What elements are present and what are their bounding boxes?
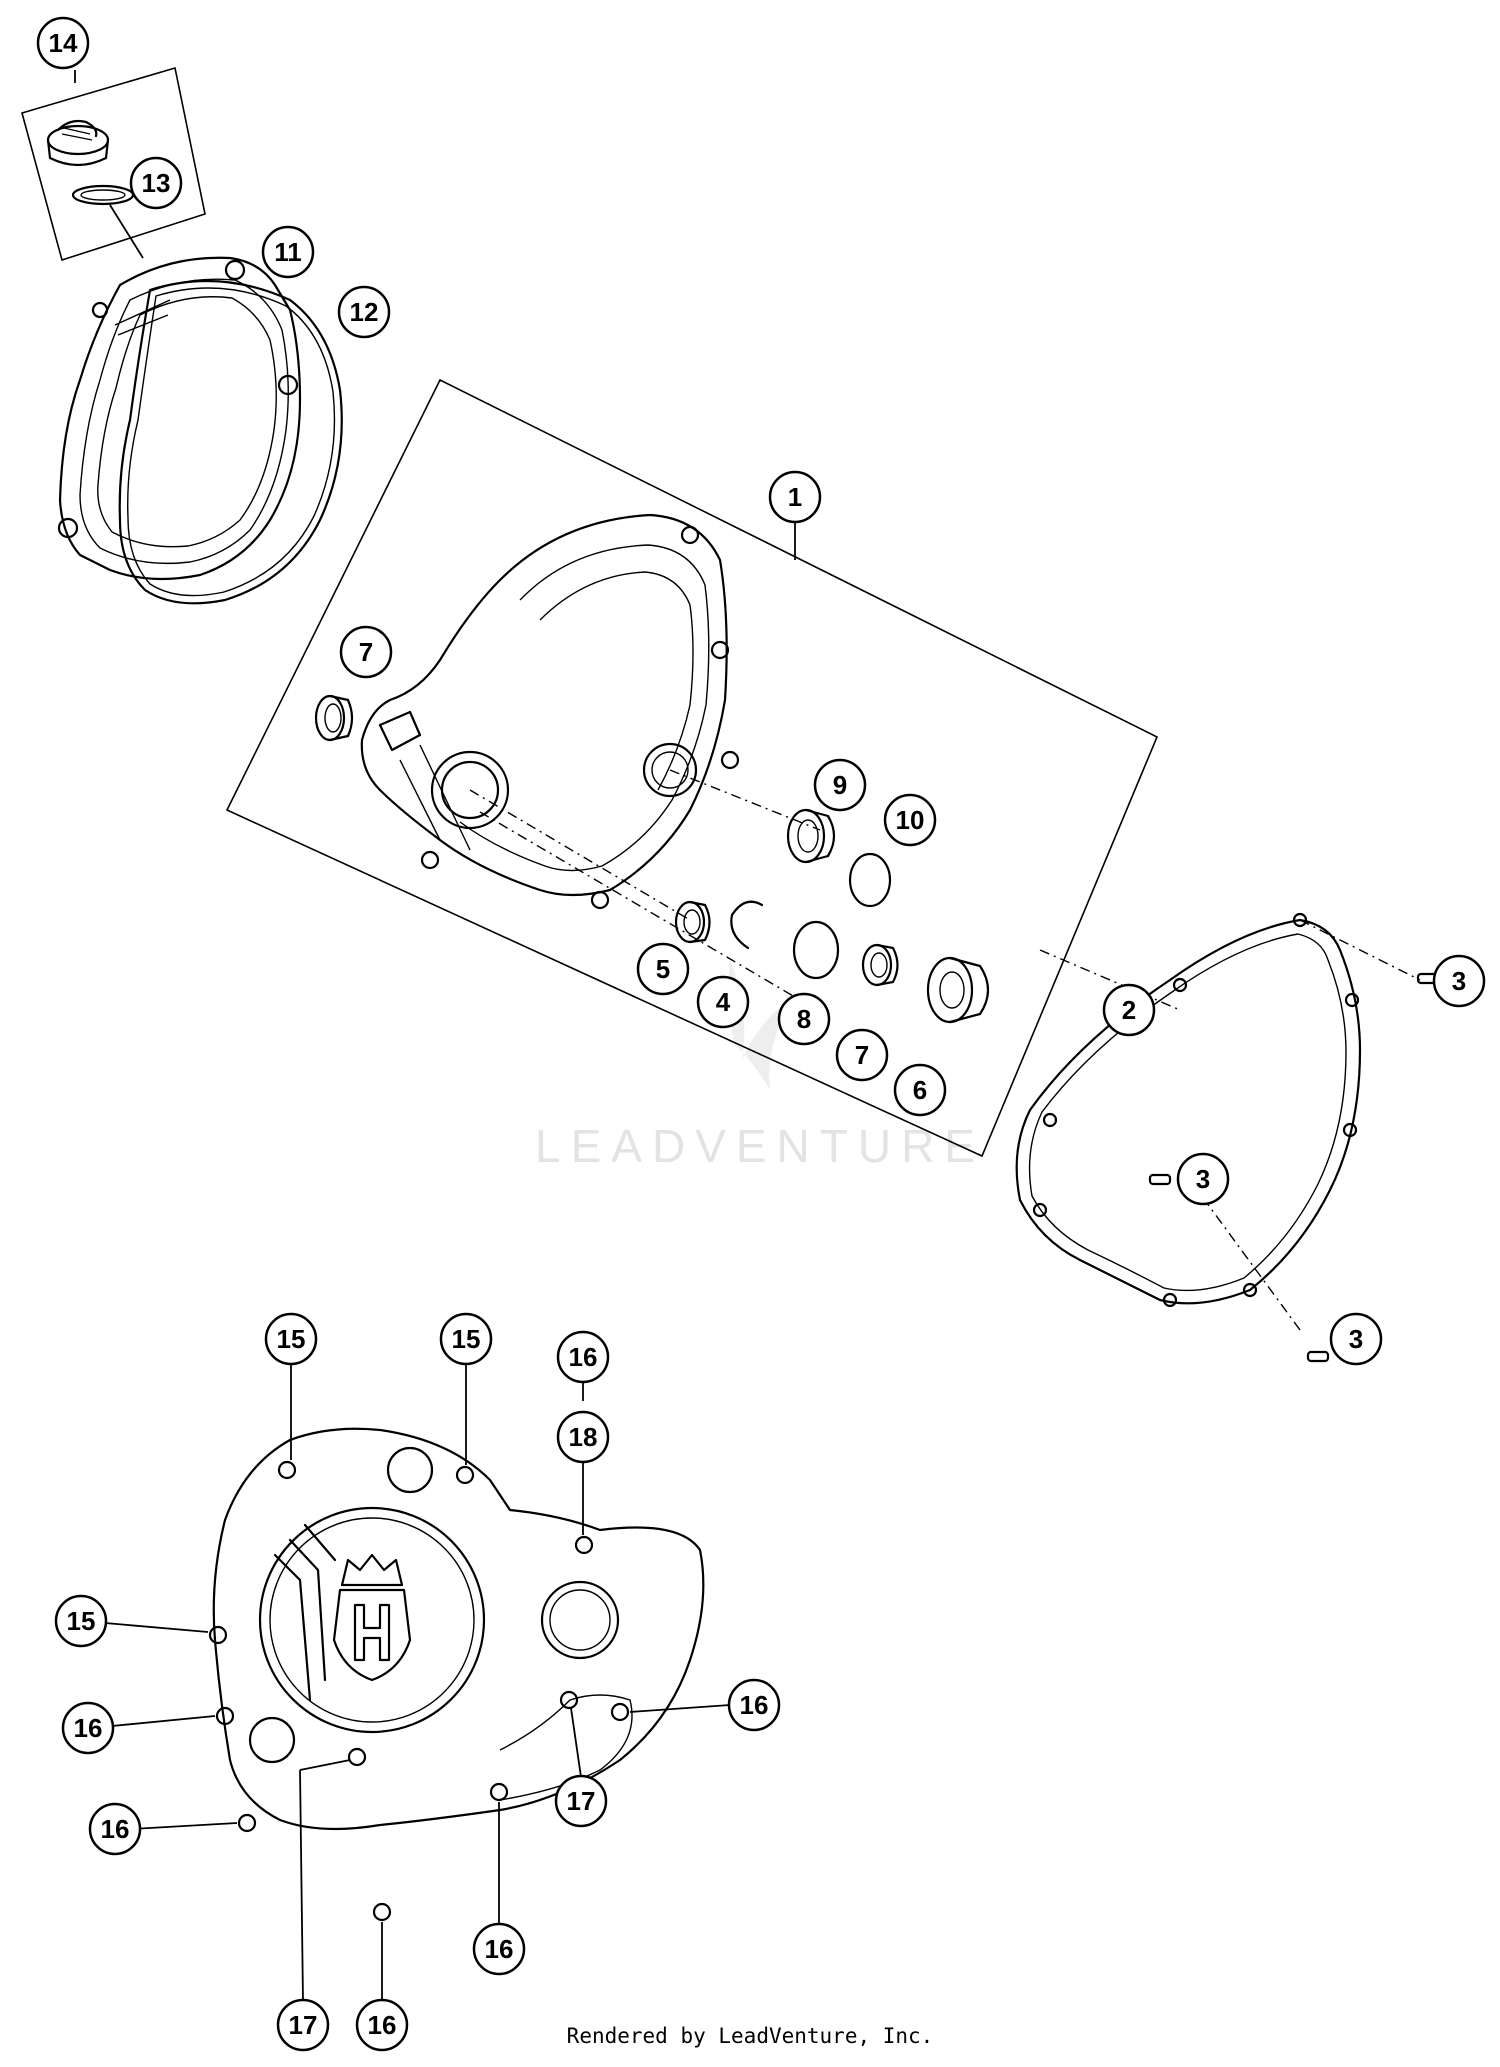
callout-11-label: 11 (274, 237, 302, 267)
axis-lines (469, 769, 1421, 1331)
clutch-cover-gasket (1015, 912, 1362, 1308)
callout-2-label: 2 (1122, 995, 1136, 1025)
callout-5-label: 5 (656, 954, 670, 984)
leader-lines (104, 1355, 731, 2002)
callout-7-upper-label: 7 (359, 637, 373, 667)
outer-cover-gasket (118, 279, 343, 605)
callout-4-label: 4 (716, 987, 731, 1017)
callout-14[interactable]: 14 (36, 16, 90, 70)
callout-16-left-upper[interactable]: 16 (61, 1701, 115, 1755)
callout-15-left[interactable]: 15 (54, 1594, 108, 1648)
oil-cap-frame (21, 66, 206, 262)
callout-15-right-top-label: 15 (452, 1324, 481, 1354)
callout-2[interactable]: 2 (1102, 983, 1156, 1037)
shaft-seal-small (674, 900, 711, 944)
callout-4[interactable]: 4 (696, 975, 750, 1029)
shaft-seal-upper (314, 694, 354, 742)
callout-1-label: 1 (788, 482, 802, 512)
callout-10-label: 10 (896, 805, 925, 835)
callout-16-left-lower-label: 16 (101, 1814, 130, 1844)
callout-12-label: 12 (350, 297, 379, 327)
callout-10[interactable]: 10 (883, 793, 937, 847)
callout-16-right[interactable]: 16 (727, 1678, 781, 1732)
cover-bolts (208, 1460, 630, 1922)
callout-15-left-top-label: 15 (277, 1324, 306, 1354)
callout-15-left-label: 15 (67, 1606, 96, 1636)
callout-14-label: 14 (49, 28, 78, 58)
callout-6-label: 6 (913, 1075, 927, 1105)
callout-8-label: 8 (797, 1004, 811, 1034)
callout-9-label: 9 (833, 770, 847, 800)
callout-17-right-label: 17 (567, 1786, 596, 1816)
callout-16-left-lower[interactable]: 16 (88, 1802, 142, 1856)
callout-11[interactable]: 11 (261, 225, 315, 279)
callout-18-label: 18 (569, 1422, 598, 1452)
callout-16-right-label: 16 (740, 1690, 769, 1720)
husqvarna-crown-logo (332, 1553, 412, 1682)
callout-5[interactable]: 5 (636, 942, 690, 996)
callout-3-upper[interactable]: 3 (1432, 954, 1486, 1008)
bearing-small (786, 808, 836, 864)
callout-15-left-top[interactable]: 15 (264, 1312, 318, 1366)
footer-credit: Rendered by LeadVenture, Inc. (566, 2024, 934, 2048)
callout-18[interactable]: 18 (556, 1410, 610, 1464)
circlip-medium (792, 920, 840, 980)
oil-filler-cap (46, 119, 110, 167)
callout-16-bottom-label: 16 (368, 2010, 397, 2040)
circlip-small (730, 900, 764, 950)
callout-9[interactable]: 9 (813, 758, 867, 812)
callout-1[interactable]: 1 (768, 470, 822, 524)
callout-17-bottom-label: 17 (289, 2010, 318, 2040)
callout-16-bottom[interactable]: 16 (355, 1998, 409, 2052)
callout-3-lower[interactable]: 3 (1329, 1312, 1383, 1366)
callout-7-upper[interactable]: 7 (339, 625, 393, 679)
callout-16-top[interactable]: 16 (556, 1330, 610, 1384)
circlip-large (848, 852, 892, 908)
callout-3-middle-label: 3 (1196, 1164, 1210, 1194)
inner-clutch-cover (360, 513, 740, 910)
callout-3-lower-label: 3 (1349, 1324, 1363, 1354)
o-ring (71, 184, 135, 206)
callout-13-label: 13 (142, 168, 171, 198)
callout-3-upper-label: 3 (1452, 966, 1466, 996)
callout-13[interactable]: 13 (129, 156, 183, 210)
callout-16-bottom-mid-label: 16 (485, 1934, 514, 1964)
callout-3-middle[interactable]: 3 (1176, 1152, 1230, 1206)
callout-16-top-label: 16 (569, 1342, 598, 1372)
callout-17-right[interactable]: 17 (554, 1774, 608, 1828)
bearing-large (926, 956, 990, 1024)
watermark-text: LEADVENTURE (535, 1120, 985, 1172)
callout-16-left-upper-label: 16 (74, 1713, 103, 1743)
callout-8[interactable]: 8 (777, 992, 831, 1046)
callout-7-lower-label: 7 (855, 1040, 869, 1070)
callout-15-right-top[interactable]: 15 (439, 1312, 493, 1366)
outer-clutch-cover (57, 256, 302, 581)
callout-12[interactable]: 12 (337, 285, 391, 339)
assembled-clutch-cover (208, 1427, 705, 1922)
callout-7-lower[interactable]: 7 (835, 1028, 889, 1082)
callout-17-bottom[interactable]: 17 (276, 1998, 330, 2052)
watermark: LEADVENTURE (535, 960, 985, 1172)
callout-6[interactable]: 6 (893, 1063, 947, 1117)
inner-cover-kit-frame (225, 378, 1159, 1158)
shaft-seal-lower (861, 943, 899, 987)
callout-16-bottom-mid[interactable]: 16 (472, 1922, 526, 1976)
